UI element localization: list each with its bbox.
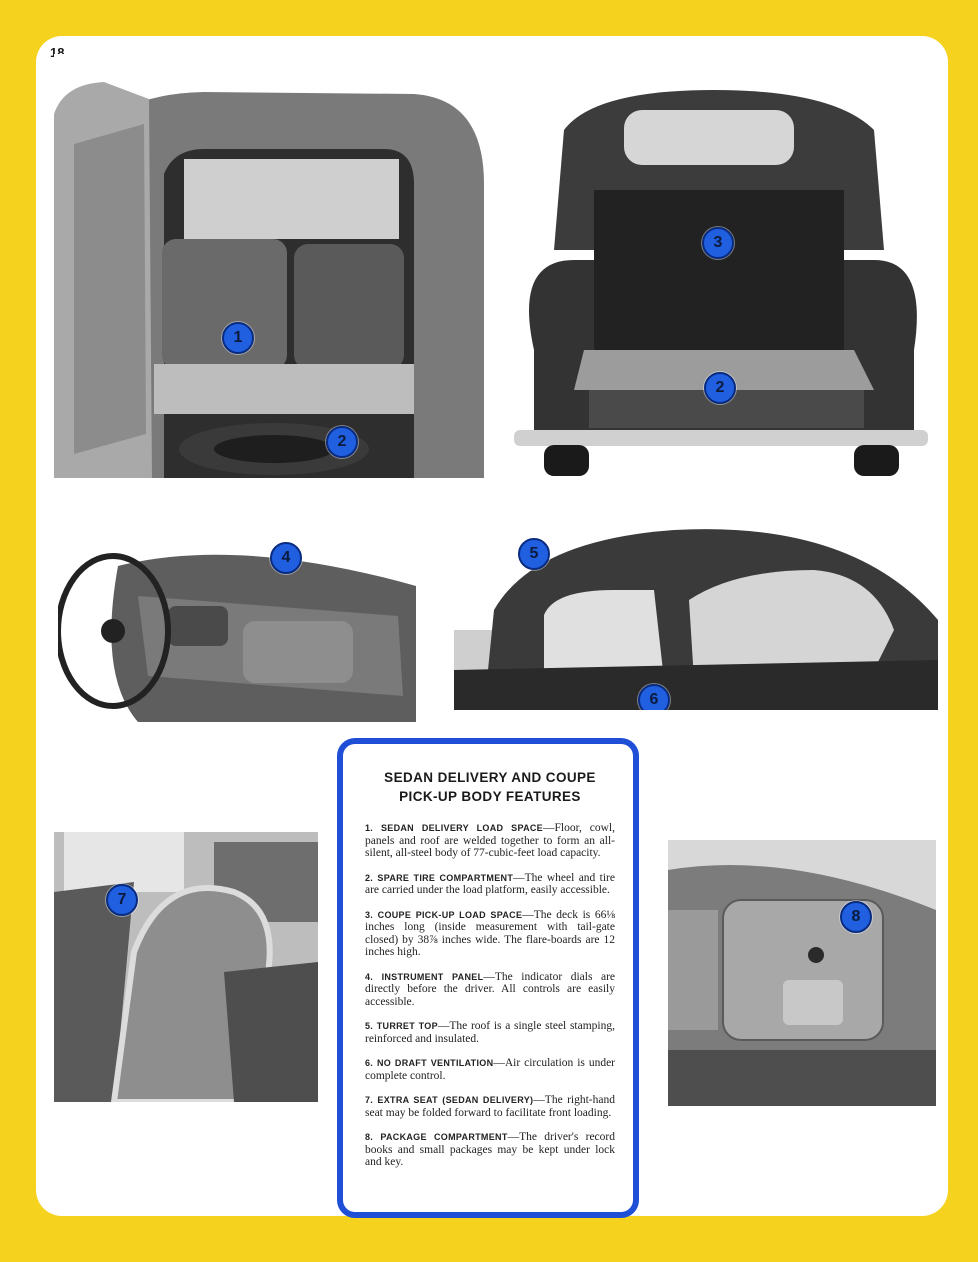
sedan-delivery-rear-interior-photo: 1 2: [54, 54, 484, 478]
feature-item-3: 3. COUPE PICK-UP LOAD SPACE—The deck is …: [365, 909, 615, 959]
callout-8: 8: [840, 901, 872, 933]
feature-text: —The deck is 66⅛ inches long (inside mea…: [365, 908, 615, 959]
callout-7: 7: [106, 884, 138, 916]
feature-label: 5. TURRET TOP: [365, 1021, 438, 1031]
feature-item-8: 8. PACKAGE COMPARTMENT—The driver's reco…: [365, 1131, 615, 1169]
feature-text: —The roof is a single steel stamping, re…: [365, 1020, 615, 1045]
folded-seat-photo: 7: [54, 832, 318, 1102]
feature-label: 7. EXTRA SEAT (SEDAN DELIVERY): [365, 1095, 534, 1105]
features-title-line2: PICK-UP BODY FEATURES: [399, 789, 581, 804]
feature-text: —Floor, cowl, panels and roof are welded…: [365, 822, 615, 859]
feature-label: 1. SEDAN DELIVERY LOAD SPACE: [365, 823, 543, 833]
instrument-panel-illustration: [58, 526, 416, 722]
body-features-box: SEDAN DELIVERY AND COUPE PICK-UP BODY FE…: [337, 738, 639, 1218]
feature-item-4: 4. INSTRUMENT PANEL—The indicator dials …: [365, 971, 615, 1009]
package-compartment-photo: 8: [668, 840, 936, 1106]
sedan-delivery-illustration: [54, 54, 484, 478]
feature-item-2: 2. SPARE TIRE COMPARTMENT—The wheel and …: [365, 872, 615, 897]
features-title: SEDAN DELIVERY AND COUPE PICK-UP BODY FE…: [365, 768, 615, 806]
callout-1: 1: [222, 322, 254, 354]
callout-6: 6: [638, 684, 670, 710]
feature-text: —Air circulation is under complete contr…: [365, 1057, 615, 1082]
feature-label: 6. NO DRAFT VENTILATION: [365, 1058, 494, 1068]
features-title-line1: SEDAN DELIVERY AND COUPE: [384, 770, 596, 785]
feature-label: 4. INSTRUMENT PANEL: [365, 971, 484, 982]
feature-item-1: 1. SEDAN DELIVERY LOAD SPACE—Floor, cowl…: [365, 822, 615, 860]
package-compartment-illustration: [668, 840, 936, 1106]
feature-text: —The driver's record books and small pac…: [365, 1131, 615, 1168]
coupe-pickup-illustration: [514, 90, 928, 476]
callout-2: 2: [704, 372, 736, 404]
feature-text: —The right-hand seat may be folded forwa…: [365, 1094, 615, 1119]
callout-2: 2: [326, 426, 358, 458]
instrument-panel-photo: 4: [58, 526, 416, 722]
feature-label: 8. PACKAGE COMPARTMENT: [365, 1132, 508, 1142]
callout-5: 5: [518, 538, 550, 570]
callout-3: 3: [702, 227, 734, 259]
feature-text: —The wheel and tire are carried under th…: [365, 871, 615, 897]
coupe-roof-photo: 5 6: [454, 520, 938, 710]
brochure-page: 1 8 1 2: [36, 36, 948, 1218]
feature-label: 3. COUPE PICK-UP LOAD SPACE: [365, 909, 523, 920]
feature-item-5: 5. TURRET TOP—The roof is a single steel…: [365, 1020, 615, 1045]
feature-item-7: 7. EXTRA SEAT (SEDAN DELIVERY)—The right…: [365, 1094, 615, 1119]
feature-text: —The indicator dials are directly before…: [365, 970, 615, 1008]
feature-item-6: 6. NO DRAFT VENTILATION—Air circulation …: [365, 1057, 615, 1082]
folded-seat-illustration: [54, 832, 318, 1102]
feature-label: 2. SPARE TIRE COMPARTMENT: [365, 872, 514, 883]
callout-4: 4: [270, 542, 302, 574]
coupe-pickup-rear-photo: 3 2: [514, 90, 928, 476]
